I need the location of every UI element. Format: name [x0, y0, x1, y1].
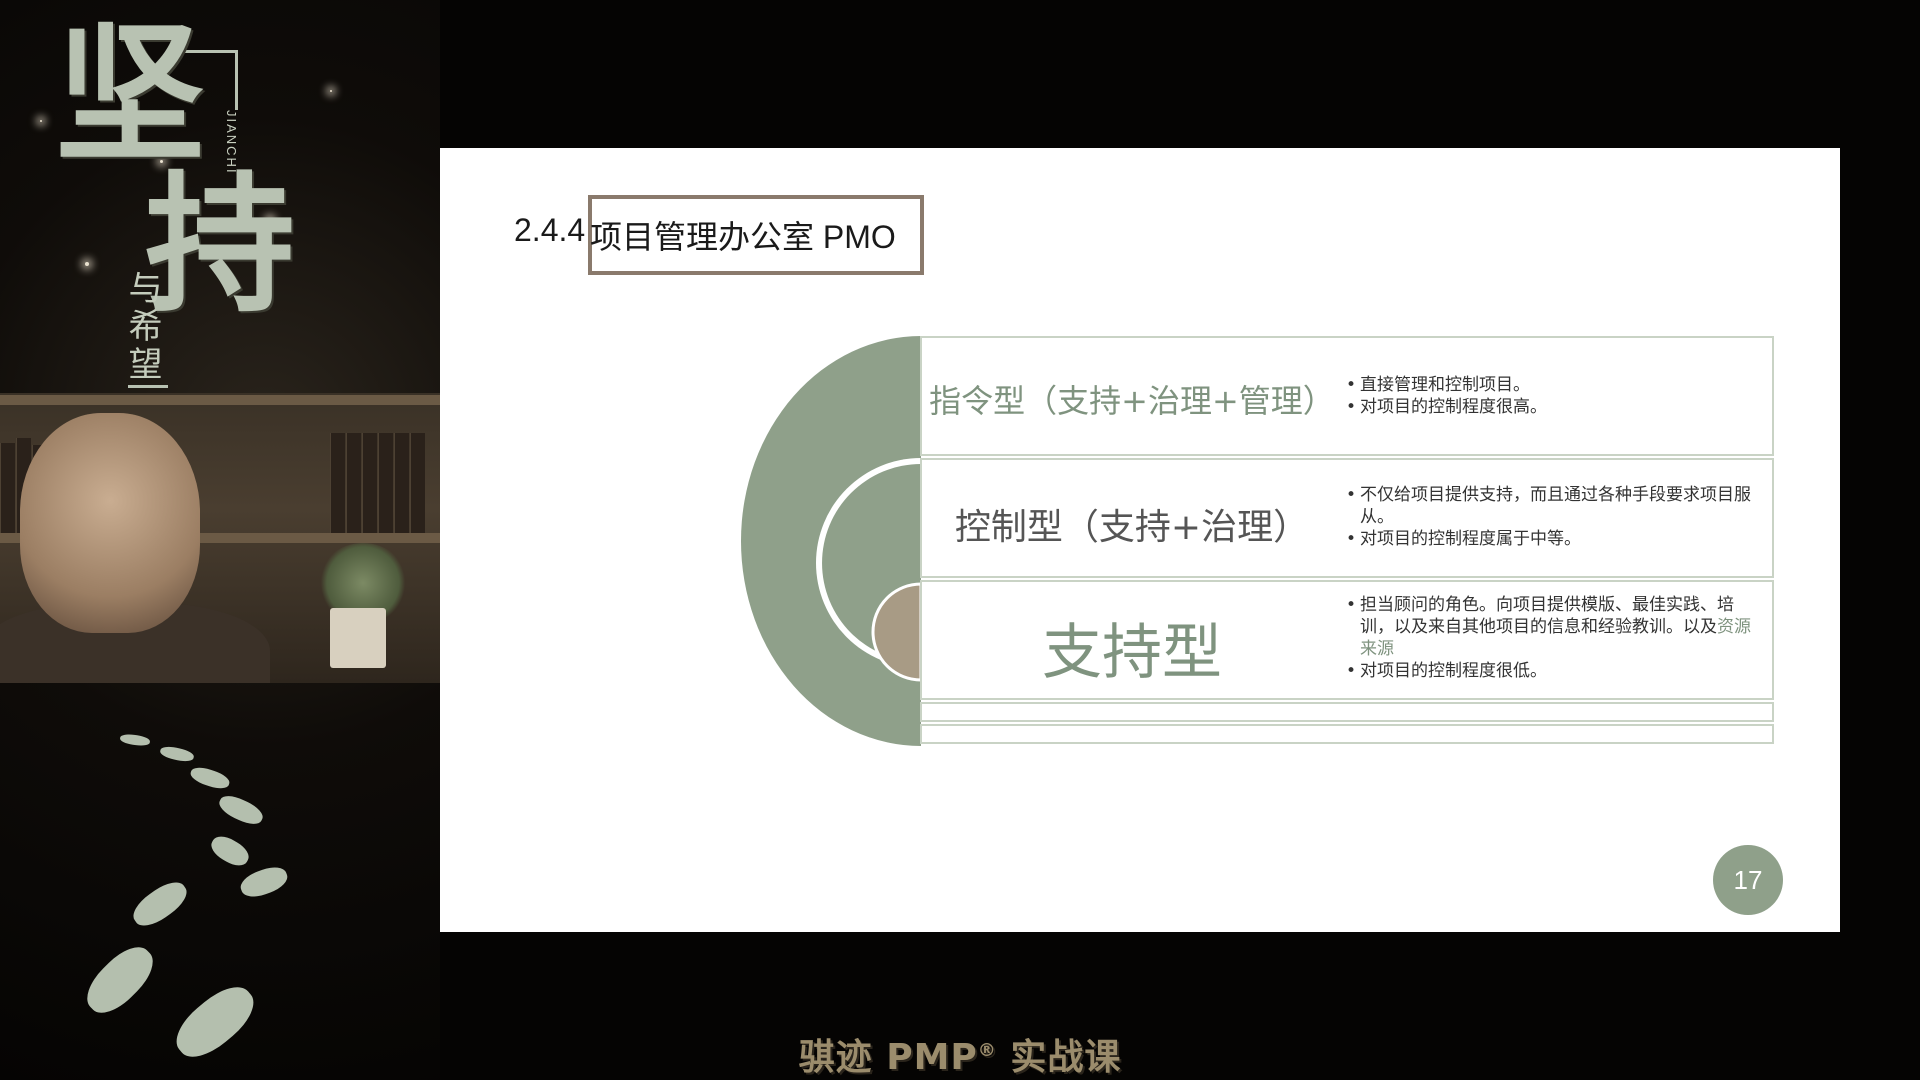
- bullet-accent-text: 资源来源: [1360, 617, 1751, 659]
- book: [330, 433, 345, 533]
- registered-mark: ®: [977, 1040, 997, 1061]
- bullet-item: 担当顾问的角色。向项目提供模版、最佳实践、培训，以及来自其他项目的信息和经验教训…: [1346, 594, 1766, 660]
- poster-title: 坚 持: [55, 7, 296, 333]
- slide: 2.4.4 项目管理办公室 PMO 指令型（支持+治理+管理） 直接管理和控制项…: [440, 148, 1840, 932]
- shelf: [0, 533, 440, 543]
- star-icon: [85, 262, 89, 266]
- pmo-row-empty: [920, 724, 1774, 744]
- book: [346, 433, 361, 533]
- book: [410, 433, 425, 533]
- row-bullets: 不仅给项目提供支持，而且通过各种手段要求项目服从。 对项目的控制程度属于中等。: [1346, 484, 1766, 550]
- footprint-icon: [237, 862, 291, 902]
- poster-bracket: [168, 50, 238, 53]
- star-icon: [268, 218, 272, 222]
- star-icon: [160, 160, 163, 163]
- row-bullets: 担当顾问的角色。向项目提供模版、最佳实践、培训，以及来自其他项目的信息和经验教训…: [1346, 594, 1766, 682]
- bullet-item: 对项目的控制程度很低。: [1346, 660, 1766, 682]
- bullet-item: 不仅给项目提供支持，而且通过各种手段要求项目服从。: [1346, 484, 1766, 528]
- pmo-types-diagram: 指令型（支持+治理+管理） 直接管理和控制项目。 对项目的控制程度很高。 控制型…: [576, 336, 1774, 746]
- caption-text: 骐迹 PMP: [798, 1037, 978, 1078]
- bullet-item: 对项目的控制程度属于中等。: [1346, 528, 1766, 550]
- poster-char: 持: [145, 157, 296, 333]
- row-bullets: 直接管理和控制项目。 对项目的控制程度很高。: [1346, 374, 1766, 418]
- footprint-icon: [215, 791, 267, 829]
- book: [0, 443, 15, 533]
- book: [394, 433, 409, 533]
- pmo-row-empty: [920, 702, 1774, 722]
- poster-bracket: [235, 50, 238, 110]
- row-label: 指令型（支持+治理+管理）: [929, 382, 1335, 420]
- poster-char: 坚: [55, 7, 206, 183]
- poster-bracket: [128, 385, 168, 388]
- footprint-icon: [159, 744, 195, 764]
- footprint-icon: [188, 764, 232, 792]
- book: [378, 433, 393, 533]
- bullet-item: 直接管理和控制项目。: [1346, 374, 1766, 396]
- plant-pot: [330, 608, 386, 668]
- course-caption: 骐迹 PMP® 实战课: [0, 1028, 1920, 1080]
- row-label: 支持型: [1042, 618, 1222, 688]
- footprint-icon: [77, 937, 163, 1023]
- bullet-item: 对项目的控制程度很高。: [1346, 396, 1766, 418]
- concentric-circles: [741, 336, 923, 746]
- star-icon: [40, 120, 42, 122]
- book: [362, 433, 377, 533]
- pmo-row-directive: 指令型（支持+治理+管理） 直接管理和控制项目。 对项目的控制程度很高。: [920, 336, 1774, 456]
- footprint-icon: [119, 732, 151, 748]
- footprint-icon: [207, 831, 253, 871]
- shelf: [0, 395, 440, 405]
- webcam-feed: [0, 393, 440, 683]
- bullet-text: 担当顾问的角色。向项目提供模版、最佳实践、培训，以及来自其他项目的信息和经验教训…: [1360, 595, 1734, 637]
- presenter-face: [20, 413, 200, 633]
- slide-title: 项目管理办公室 PMO: [590, 219, 896, 255]
- caption-suffix: 实战课: [996, 1037, 1122, 1078]
- page-number-badge: 17: [1713, 845, 1783, 915]
- row-label: 控制型（支持+治理）: [954, 507, 1310, 548]
- poster-pinyin: JIANCHI: [224, 110, 239, 175]
- slide-title-number: 2.4.4: [514, 212, 586, 248]
- poster-subtitle: 与希望: [122, 270, 162, 384]
- slide-title-frame: [588, 195, 924, 275]
- footprint-icon: [127, 875, 193, 933]
- pmo-row-supportive: 支持型 担当顾问的角色。向项目提供模版、最佳实践、培训，以及来自其他项目的信息和…: [920, 580, 1774, 700]
- pmo-row-controlling: 控制型（支持+治理） 不仅给项目提供支持，而且通过各种手段要求项目服从。 对项目…: [920, 458, 1774, 578]
- star-icon: [330, 90, 332, 92]
